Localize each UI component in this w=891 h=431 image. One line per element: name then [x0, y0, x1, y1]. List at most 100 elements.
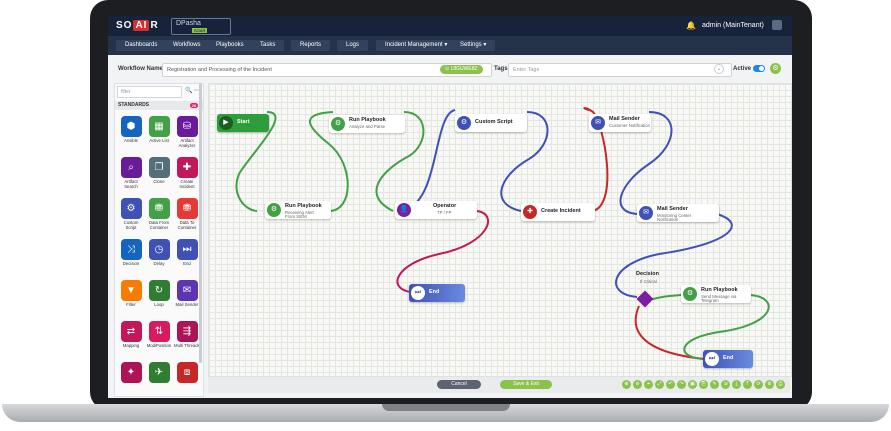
tool-item[interactable]: ⬢Ansible: [118, 116, 144, 143]
link-start-run-playbook: [235, 111, 277, 212]
nav-tasks[interactable]: Tasks: [251, 40, 285, 51]
user-menu[interactable]: admin (MainTenant): [702, 22, 764, 29]
tool-item[interactable]: ⚙Custom Script: [118, 198, 144, 230]
cancel-button[interactable]: Cancel: [437, 380, 481, 389]
tool-item[interactable]: ⇶Multi Threads: [174, 321, 200, 348]
nav-settings[interactable]: Settings ▾: [451, 40, 496, 51]
artifact-search-icon: ⌕: [120, 157, 142, 178]
tool-label: Ansible: [123, 138, 139, 143]
workflow-name-label: Workflow Name: [118, 66, 163, 72]
node-operator[interactable]: 👤 Operator TP / FP: [395, 201, 477, 219]
download-icon[interactable]: ⤓: [732, 380, 741, 389]
playbook-icon: ⚙: [331, 117, 345, 131]
tool-item[interactable]: ↻Loop: [146, 280, 172, 307]
mail-icon: ✉: [591, 116, 605, 130]
node-end-2[interactable]: ⏭ End: [703, 350, 753, 368]
tool-item[interactable]: ✈: [146, 362, 172, 384]
redo-icon[interactable]: ↷: [677, 380, 686, 389]
link-operator-custom-script: [408, 109, 456, 209]
fit-icon[interactable]: ⤢: [655, 380, 664, 389]
mail-icon: ✉: [639, 206, 653, 220]
panel-scrollbar[interactable]: [199, 83, 202, 363]
tool-label: Custom Script: [123, 220, 139, 230]
copy-icon[interactable]: ⎘: [699, 380, 708, 389]
refresh-icon[interactable]: ⟳: [754, 380, 763, 389]
print-icon[interactable]: ⎙: [776, 380, 785, 389]
operator-icon: 👤: [397, 203, 411, 217]
node-run-playbook-2[interactable]: ⚙ Run Playbook Analyze and Parse: [329, 115, 405, 133]
tool-label: Loop: [154, 302, 164, 307]
multi-threads-icon: ⇶: [176, 321, 198, 342]
tool-item[interactable]: ✉Mail Sender: [174, 280, 200, 307]
filter-icon: ▼: [120, 280, 142, 301]
nav-workflows[interactable]: Workflows: [164, 40, 210, 51]
resize-icon[interactable]: ⇲: [721, 380, 730, 389]
decision-icon: ⤨: [120, 239, 142, 260]
tool-item[interactable]: ◷Delay: [146, 239, 172, 266]
user-avatar-icon[interactable]: [772, 20, 782, 30]
grid-icon[interactable]: ▣: [688, 380, 697, 389]
tool-item[interactable]: ❐Clone: [146, 157, 172, 184]
tool-item[interactable]: ⌕Artifact Search: [118, 157, 144, 189]
tool-item[interactable]: ⛃Data From Container: [146, 198, 172, 230]
link-decision-end: [634, 305, 705, 360]
tool-item[interactable]: ▦Active List: [146, 116, 172, 143]
tool-item[interactable]: ⧈: [174, 362, 200, 384]
mapping-icon: ⇄: [120, 321, 142, 342]
footer-bar: Cancel Save & Exit ⊕⊖⌖⤢↶↷▣⎘✎⇲⤓⤒⟳⚙⎙: [208, 377, 790, 393]
bell-icon[interactable]: 🔔: [686, 21, 696, 30]
nav-dashboards[interactable]: Dashboards: [116, 40, 167, 51]
upload-icon[interactable]: ⤒: [743, 380, 752, 389]
active-toggle[interactable]: [753, 65, 765, 72]
tool-label: Multi Threads: [174, 343, 200, 348]
node-run-playbook-1[interactable]: ⚙ Run Playbook Receiving Alert From SIEM: [265, 201, 331, 219]
tool-item[interactable]: ✦: [118, 362, 144, 384]
more-icon[interactable]: ⋯: [194, 88, 200, 94]
center-icon[interactable]: ⌖: [644, 380, 653, 389]
settings-icon[interactable]: ⚙: [765, 380, 774, 389]
tool-item[interactable]: ⛁Artifact Analyzer: [174, 116, 200, 148]
nav-reports[interactable]: Reports: [291, 40, 331, 51]
play-icon: ▶: [219, 116, 233, 130]
zoom-in-icon[interactable]: ⊕: [622, 380, 631, 389]
workflow-canvas[interactable]: ▶ Start ⚙ Run Playbook Receiving Alert F…: [208, 83, 792, 377]
node-start[interactable]: ▶ Start: [217, 114, 269, 132]
node-custom-script[interactable]: ⚙ Custom Script: [455, 114, 527, 132]
nav-incident-management[interactable]: Incident Management ▾: [376, 40, 457, 51]
tool-item[interactable]: ⇄Mapping: [118, 321, 144, 348]
edit-icon[interactable]: ✎: [710, 380, 719, 389]
end-icon: ⏭: [176, 239, 198, 260]
search-icon[interactable]: 🔍: [185, 88, 193, 94]
tool-item[interactable]: ⇅ModiPosition: [146, 321, 172, 348]
zoom-out-icon[interactable]: ⊖: [633, 380, 642, 389]
save-exit-button[interactable]: Save & Exit: [500, 380, 552, 389]
node-mail-sender-2[interactable]: ✉ Mail Sender Monitoring Center Notifica…: [637, 204, 719, 222]
nav-logs[interactable]: Logs: [337, 40, 369, 51]
tool-item[interactable]: ⛃Data To Container: [174, 198, 200, 230]
data-from-container-icon: ⛃: [148, 198, 170, 219]
incident-icon: ✚: [523, 205, 537, 219]
filter-input[interactable]: filter: [117, 86, 182, 98]
tool-item[interactable]: ▼Filter: [118, 280, 144, 307]
undo-icon[interactable]: ↶: [666, 380, 675, 389]
laptop-base: [2, 404, 889, 422]
tool-label: Data To Container: [177, 220, 197, 230]
node-mail-sender-1[interactable]: ✉ Mail Sender Customer Notification: [589, 114, 651, 132]
tags-input[interactable]: Enter Tags: [508, 63, 732, 77]
tool-label: Clone: [153, 179, 165, 184]
nav-playbooks[interactable]: Playbooks: [207, 40, 253, 51]
workflow-name-input[interactable]: Registration and Processing of the Incid…: [162, 63, 492, 77]
node-run-playbook-3[interactable]: ⚙ Run Playbook Send Message via Telegram: [681, 285, 751, 303]
chevron-down-icon[interactable]: ⌄: [714, 64, 724, 74]
tool-item[interactable]: ⏭End: [174, 239, 200, 266]
tool-item[interactable]: ⤨Decision: [118, 239, 144, 266]
active-label: Active: [733, 66, 752, 72]
gear-icon[interactable]: ⚙: [770, 63, 781, 74]
tool-item[interactable]: ✚Create Incident: [174, 157, 200, 189]
node-end-1[interactable]: ⏭ End: [409, 284, 465, 302]
node-create-incident[interactable]: ✚ Create Incident: [521, 203, 595, 221]
